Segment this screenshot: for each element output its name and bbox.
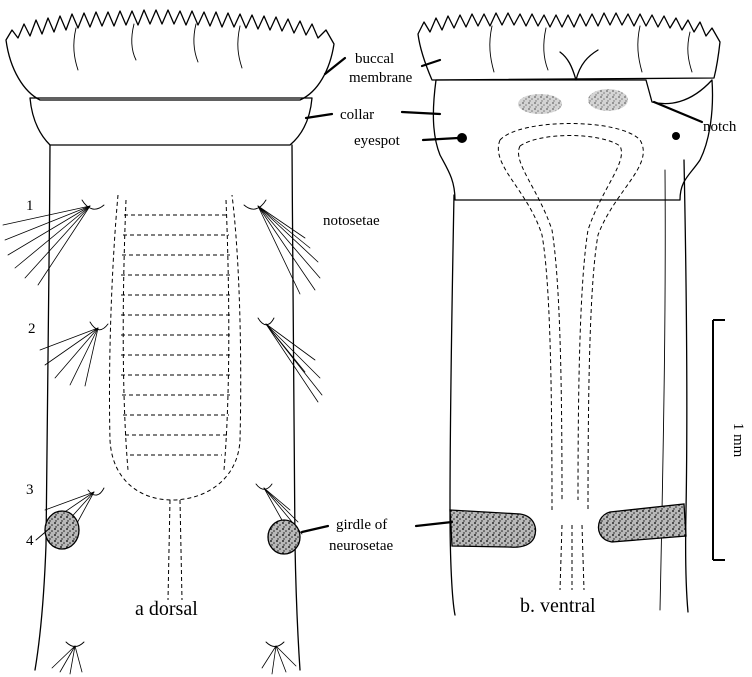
- dorsal-membrane-groove-1: [74, 28, 78, 70]
- segment-number-1: 1: [26, 198, 34, 214]
- dorsal-setae-2-left: [40, 322, 108, 386]
- notch-leader: [654, 102, 702, 122]
- segment-number-3: 3: [26, 482, 34, 498]
- dorsal-gut-rings: [121, 215, 231, 455]
- dorsal-collar: [30, 98, 312, 145]
- dorsal-girdle-left: [45, 511, 79, 549]
- ventral-pad-left: [518, 94, 562, 114]
- girdle-leader-left: [302, 526, 328, 532]
- dorsal-setae-5-right: [262, 642, 296, 674]
- ventral-mouth-cleft: [560, 50, 598, 80]
- dorsal-membrane-groove-3: [194, 24, 198, 62]
- dorsal-membrane-groove-4: [238, 26, 242, 68]
- eyespot-right: [672, 132, 680, 140]
- ventral-groove-inner: [519, 136, 622, 501]
- ventral-membrane-groove-1: [490, 26, 494, 72]
- dorsal-setae-1-left: [3, 200, 104, 285]
- collar-leader-right: [402, 112, 440, 114]
- dorsal-setae-1-right: [244, 200, 320, 294]
- ventral-vessel: [560, 525, 584, 590]
- dorsal-gut-outline: [109, 195, 240, 500]
- label-neurosetae: neurosetae: [329, 538, 393, 554]
- segment-number-2: 2: [28, 321, 36, 337]
- ventral-groove-outer: [498, 124, 643, 511]
- dorsal-setae-5-left: [52, 642, 84, 674]
- ventral-collar: [433, 80, 712, 200]
- ventral-body-right-wall: [684, 160, 688, 612]
- ventral-body-left-wall: [450, 195, 455, 615]
- ventral-membrane-groove-4: [688, 32, 692, 72]
- dorsal-setae-2-right: [258, 318, 322, 402]
- dorsal-girdle-right: [268, 520, 300, 554]
- caption-ventral: b. ventral: [520, 595, 596, 617]
- dorsal-body-right-wall: [292, 145, 300, 670]
- ventral-membrane-groove-3: [638, 26, 642, 72]
- ventral-girdle-right: [599, 504, 687, 542]
- label-eyespot: eyespot: [354, 133, 401, 149]
- label-collar: collar: [340, 107, 374, 123]
- girdle-leader-right: [416, 522, 452, 526]
- ventral-pad-right: [588, 89, 628, 111]
- label-membrane: membrane: [349, 70, 413, 86]
- dorsal-vessel: [168, 500, 182, 600]
- ventral-inner-right-line: [660, 170, 665, 610]
- dorsal-body-left-wall: [35, 145, 50, 670]
- labels: buccal membrane collar eyespot notch not…: [302, 51, 737, 554]
- panel-b-ventral: b. ventral: [418, 13, 720, 617]
- label-notch: notch: [703, 119, 737, 135]
- dorsal-buccal-membrane: [6, 10, 334, 100]
- scale-bar: 1 mm: [713, 320, 746, 560]
- ventral-buccal-membrane: [418, 13, 720, 80]
- scale-bar-label: 1 mm: [730, 423, 746, 458]
- panel-a-dorsal: 1 2 3 4 a dorsal: [3, 10, 334, 674]
- ventral-membrane-groove-2: [544, 28, 548, 70]
- label-notosetae: notosetae: [323, 213, 380, 229]
- caption-dorsal: a dorsal: [135, 598, 198, 620]
- collar-leader-left: [306, 114, 332, 118]
- dorsal-membrane-groove-2: [132, 24, 136, 60]
- label-buccal: buccal: [355, 51, 394, 67]
- ventral-girdle-left: [450, 510, 535, 547]
- segment-number-4: 4: [26, 533, 34, 549]
- eyespot-leader: [423, 138, 458, 140]
- label-girdle-of: girdle of: [336, 517, 387, 533]
